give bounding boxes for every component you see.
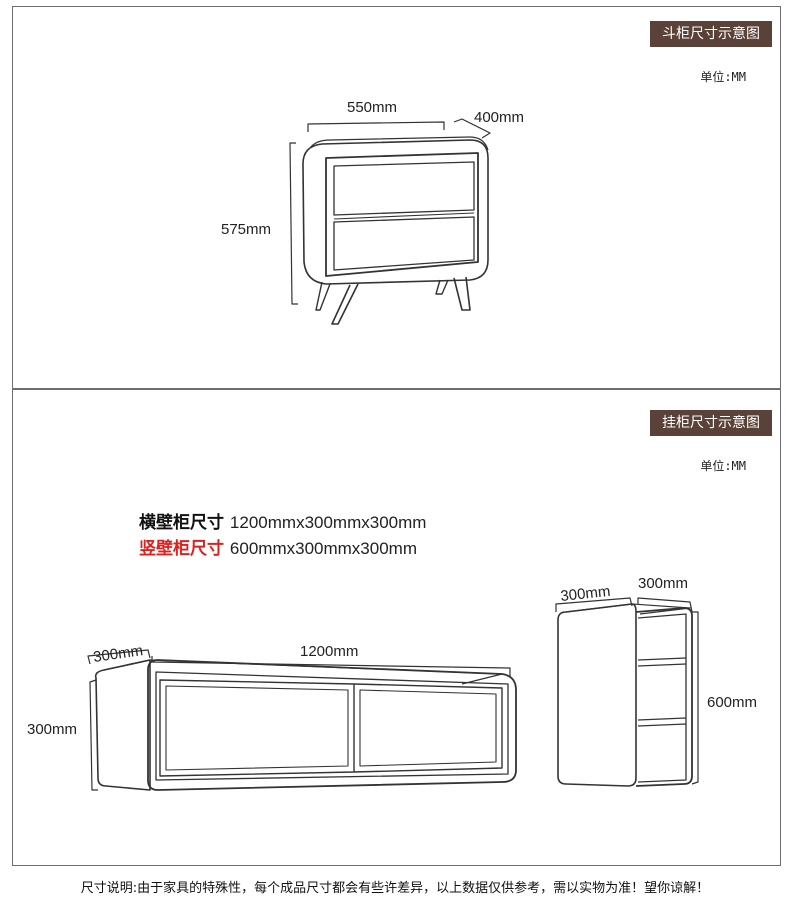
chest-diagram-panel: 斗柜尺寸示意图 单位:MM	[12, 6, 781, 389]
vertical-wall-cabinet-drawing	[555, 597, 699, 787]
vertical-cabinet-spec: 竖壁柜尺寸 600mmx300mmx300mm	[139, 534, 417, 559]
size-disclaimer-footnote: 尺寸说明:由于家具的特殊性，每个成品尺寸都会有些许差异，以上数据仅供参考，需以实…	[80, 881, 710, 896]
horizontal-cabinet-spec: 横壁柜尺寸 1200mmx300mmx300mm	[139, 508, 426, 533]
vertical-cabinet-spec-label: 竖壁柜尺寸	[139, 539, 224, 559]
vertical-height-label: 600mm	[707, 694, 757, 711]
chest-diagram-tag: 斗柜尺寸示意图	[650, 21, 772, 47]
vertical-width-label: 300mm	[560, 583, 612, 605]
horizontal-width-label: 1200mm	[300, 643, 358, 660]
chest-of-drawers-drawing	[289, 118, 491, 325]
chest-height-label: 575mm	[221, 221, 271, 238]
wall-cabinet-diagram-panel: 挂柜尺寸示意图 单位:MM 横壁柜尺寸 1200mmx300mmx300mm 竖…	[12, 389, 781, 866]
chest-width-label: 550mm	[347, 99, 397, 116]
vertical-depth-label: 300mm	[638, 575, 688, 592]
chest-depth-label: 400mm	[474, 109, 524, 126]
horizontal-cabinet-spec-label: 横壁柜尺寸	[139, 513, 224, 533]
horizontal-cabinet-spec-value: 1200mmx300mmx300mm	[229, 513, 427, 532]
horizontal-wall-cabinet-drawing	[87, 649, 517, 791]
wall-cabinet-unit-label: 单位:MM	[700, 459, 746, 473]
horizontal-height-label: 300mm	[27, 721, 77, 738]
wall-cabinet-diagram-tag: 挂柜尺寸示意图	[650, 410, 772, 436]
chest-unit-label: 单位:MM	[700, 70, 746, 84]
horizontal-depth-label: 300mm	[92, 642, 144, 666]
vertical-cabinet-spec-value: 600mmx300mmx300mm	[229, 539, 417, 558]
